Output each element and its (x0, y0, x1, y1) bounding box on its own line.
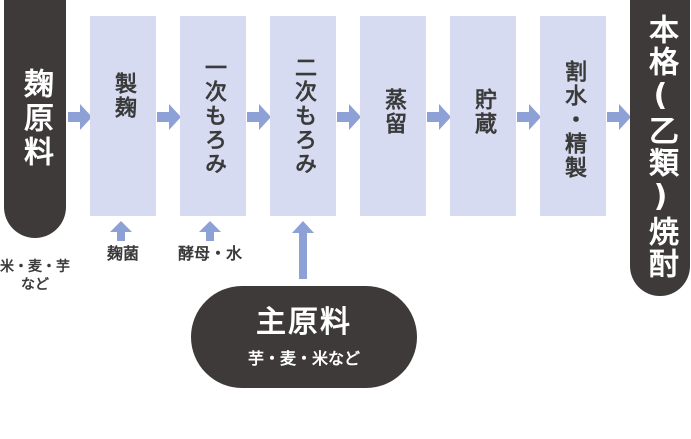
input-title: 麹原料 (18, 68, 53, 170)
step-input-koji: 麹菌 (106, 244, 139, 263)
step-jouryuu: 蒸留 (360, 16, 426, 216)
arrow-right-3 (337, 104, 361, 130)
step-chozou: 貯蔵 (450, 16, 516, 216)
input-note: 米・麦・芋 など (0, 258, 70, 294)
output-pill: 本格(乙類)焼酎 (630, 0, 690, 296)
arrow-right-5 (517, 104, 541, 130)
step-label: 貯蔵 (471, 88, 496, 136)
arrow-right-6 (607, 104, 631, 130)
arrow-right-4 (427, 104, 451, 130)
arrow-right-2 (247, 104, 271, 130)
main-ingredient-title: 主原料 (256, 305, 352, 340)
step-label: 蒸留 (381, 88, 406, 136)
step-seikiku: 製麹 (90, 16, 156, 216)
output-title: 本格(乙類)焼酎 (643, 14, 678, 280)
main-ingredient-pill: 主原料 芋・麦・米など (191, 286, 417, 388)
step-label: 二次もろみ (291, 56, 316, 176)
arrow-up-2 (199, 221, 221, 241)
main-ingredient-subtitle: 芋・麦・米など (247, 349, 360, 368)
arrow-up-1 (110, 221, 132, 241)
arrow-right-1 (157, 104, 181, 130)
input-pill: 麹原料 (4, 0, 66, 238)
step-label: 一次もろみ (201, 56, 226, 176)
input-note-line2: など (21, 277, 49, 293)
step-niji-moromi: 二次もろみ (270, 16, 336, 216)
arrow-right-0 (68, 104, 92, 130)
input-note-line1: 米・麦・芋 (0, 259, 70, 275)
step-ichiji-moromi: 一次もろみ (180, 16, 246, 216)
step-warimizu-seisei: 割水・精製 (540, 16, 606, 216)
step-input-yeast-water: 酵母・水 (177, 244, 242, 263)
arrow-up-main (292, 221, 314, 279)
step-label: 割水・精製 (561, 60, 586, 180)
step-label: 製麹 (111, 72, 136, 120)
